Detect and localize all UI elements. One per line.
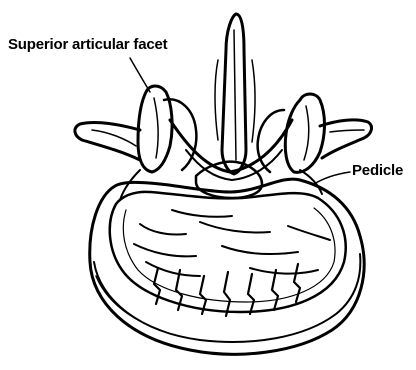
label-pedicle: Pedicle (352, 163, 403, 178)
label-superior-articular-facet: Superior articular facet (8, 37, 167, 52)
right-superior-articular-process (285, 94, 324, 172)
leader-line-pedicle (314, 172, 350, 184)
left-transverse-process (75, 122, 140, 160)
endplate-ring (110, 192, 346, 312)
leader-line-superior-facet (130, 58, 150, 92)
right-transverse-process (320, 120, 371, 158)
vertebral-body-outline (90, 179, 364, 354)
